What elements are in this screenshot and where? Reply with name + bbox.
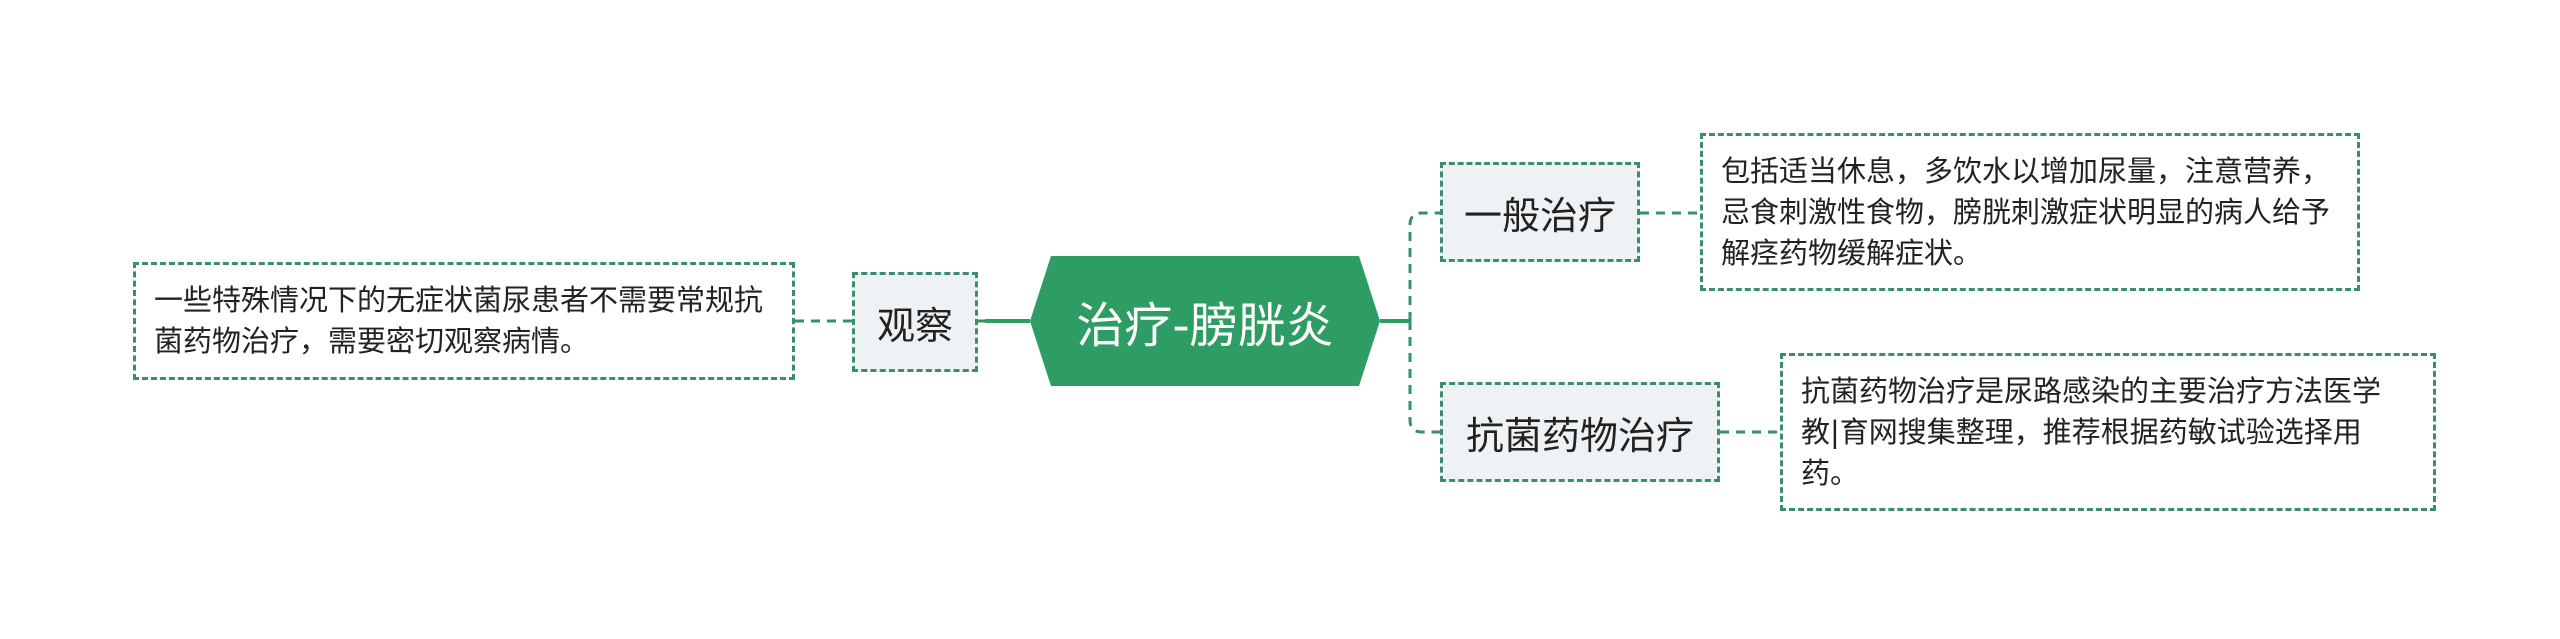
detail-text: 一些特殊情况下的无症状菌尿患者不需要常规抗菌药物治疗，需要密切观察病情。 — [154, 283, 764, 358]
detail-antibiotic-treatment[interactable]: 抗菌药物治疗是尿路感染的主要治疗方法医学教|育网搜集整理，推荐根据药敏试验选择用… — [1780, 353, 2436, 511]
detail-text: 抗菌药物治疗是尿路感染的主要治疗方法医学教|育网搜集整理，推荐根据药敏试验选择用… — [1801, 373, 2382, 490]
topic-antibiotic-treatment[interactable]: 抗菌药物治疗 — [1440, 382, 1720, 482]
detail-general-treatment[interactable]: 包括适当休息，多饮水以增加尿量，注意营养，忌食刺激性食物，膀胱刺激症状明显的病人… — [1700, 133, 2360, 291]
root-label: 治疗-膀胱炎 — [1076, 298, 1334, 354]
detail-observe[interactable]: 一些特殊情况下的无症状菌尿患者不需要常规抗菌药物治疗，需要密切观察病情。 — [133, 262, 795, 380]
topic-label: 抗菌药物治疗 — [1465, 413, 1694, 458]
bracket-antibiotic-line — [1408, 321, 1440, 434]
root-node[interactable]: 治疗-膀胱炎 — [1030, 256, 1380, 386]
topic-observe[interactable]: 观察 — [852, 272, 978, 372]
topic-label: 观察 — [876, 303, 953, 348]
topic-label: 一般治疗 — [1463, 193, 1616, 238]
detail-text: 包括适当休息，多饮水以增加尿量，注意营养，忌食刺激性食物，膀胱刺激症状明显的病人… — [1721, 153, 2331, 270]
bracket-general-line — [1408, 211, 1440, 321]
topic-general-treatment[interactable]: 一般治疗 — [1440, 162, 1640, 262]
